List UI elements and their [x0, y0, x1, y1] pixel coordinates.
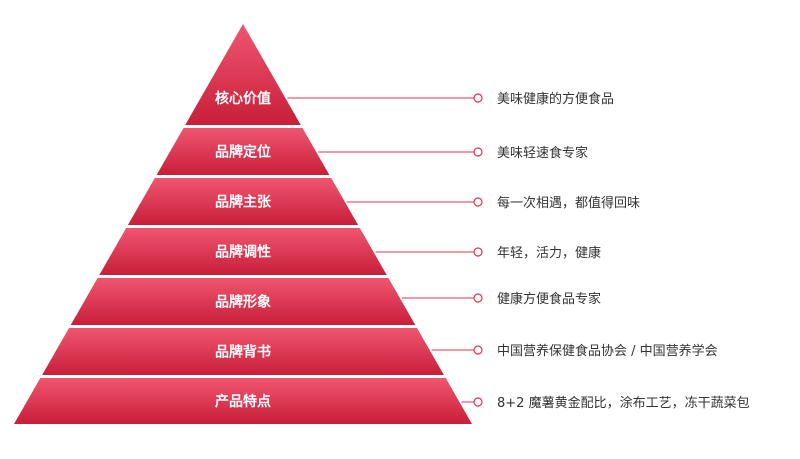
pyramid-tier: 产品特点 — [14, 378, 472, 424]
pyramid-tier-shape — [127, 178, 359, 225]
pyramid-tier-label: 品牌形象 — [215, 294, 271, 311]
connector-dot — [473, 247, 483, 257]
tier-description: 年轻，活力，健康 — [497, 245, 601, 261]
pyramid-tier: 品牌定位 — [156, 128, 330, 175]
pyramid-tier-shape — [156, 128, 330, 175]
pyramid-tier-shape — [14, 378, 472, 424]
connector-dot — [473, 147, 483, 157]
pyramid-tier: 品牌背书 — [42, 328, 444, 375]
pyramid-tier-shape — [185, 24, 301, 125]
pyramid-tier: 核心价值 — [185, 24, 301, 125]
connector-dot — [473, 197, 483, 207]
tier-description: 每一次相遇，都值得回味 — [497, 195, 640, 211]
pyramid-tier-label: 品牌背书 — [215, 344, 271, 361]
pyramid-tier-label: 品牌定位 — [215, 144, 271, 161]
pyramid-tier: 品牌主张 — [127, 178, 359, 225]
connector-dot — [473, 345, 483, 355]
pyramid-tier-shape — [70, 278, 416, 325]
pyramid-tier: 品牌形象 — [70, 278, 416, 325]
pyramid-tier: 品牌调性 — [99, 228, 387, 275]
connector-dot — [473, 93, 483, 103]
tier-description: 8+2 魔薯黄金配比，涂布工艺，冻干蔬菜包 — [497, 395, 750, 411]
descriptions: 美味健康的方便食品美味轻速食专家每一次相遇，都值得回味年轻，活力，健康健康方便食… — [497, 91, 750, 411]
connector-dot — [473, 397, 483, 407]
pyramid-tier-label: 品牌主张 — [215, 194, 272, 211]
pyramid-tier-label: 产品特点 — [215, 393, 271, 410]
tier-description: 中国营养保健食品协会 / 中国营养学会 — [497, 343, 718, 359]
connector-lines — [287, 93, 483, 407]
tier-description: 健康方便食品专家 — [497, 291, 601, 307]
pyramid-tier-label: 品牌调性 — [215, 244, 271, 261]
pyramid-tier-shape — [42, 328, 444, 375]
pyramid-tier-label: 核心价值 — [215, 90, 271, 107]
pyramid-tier-shape — [99, 228, 387, 275]
connector-dot — [473, 293, 483, 303]
tier-description: 美味健康的方便食品 — [497, 91, 614, 107]
tier-description: 美味轻速食专家 — [497, 145, 588, 161]
